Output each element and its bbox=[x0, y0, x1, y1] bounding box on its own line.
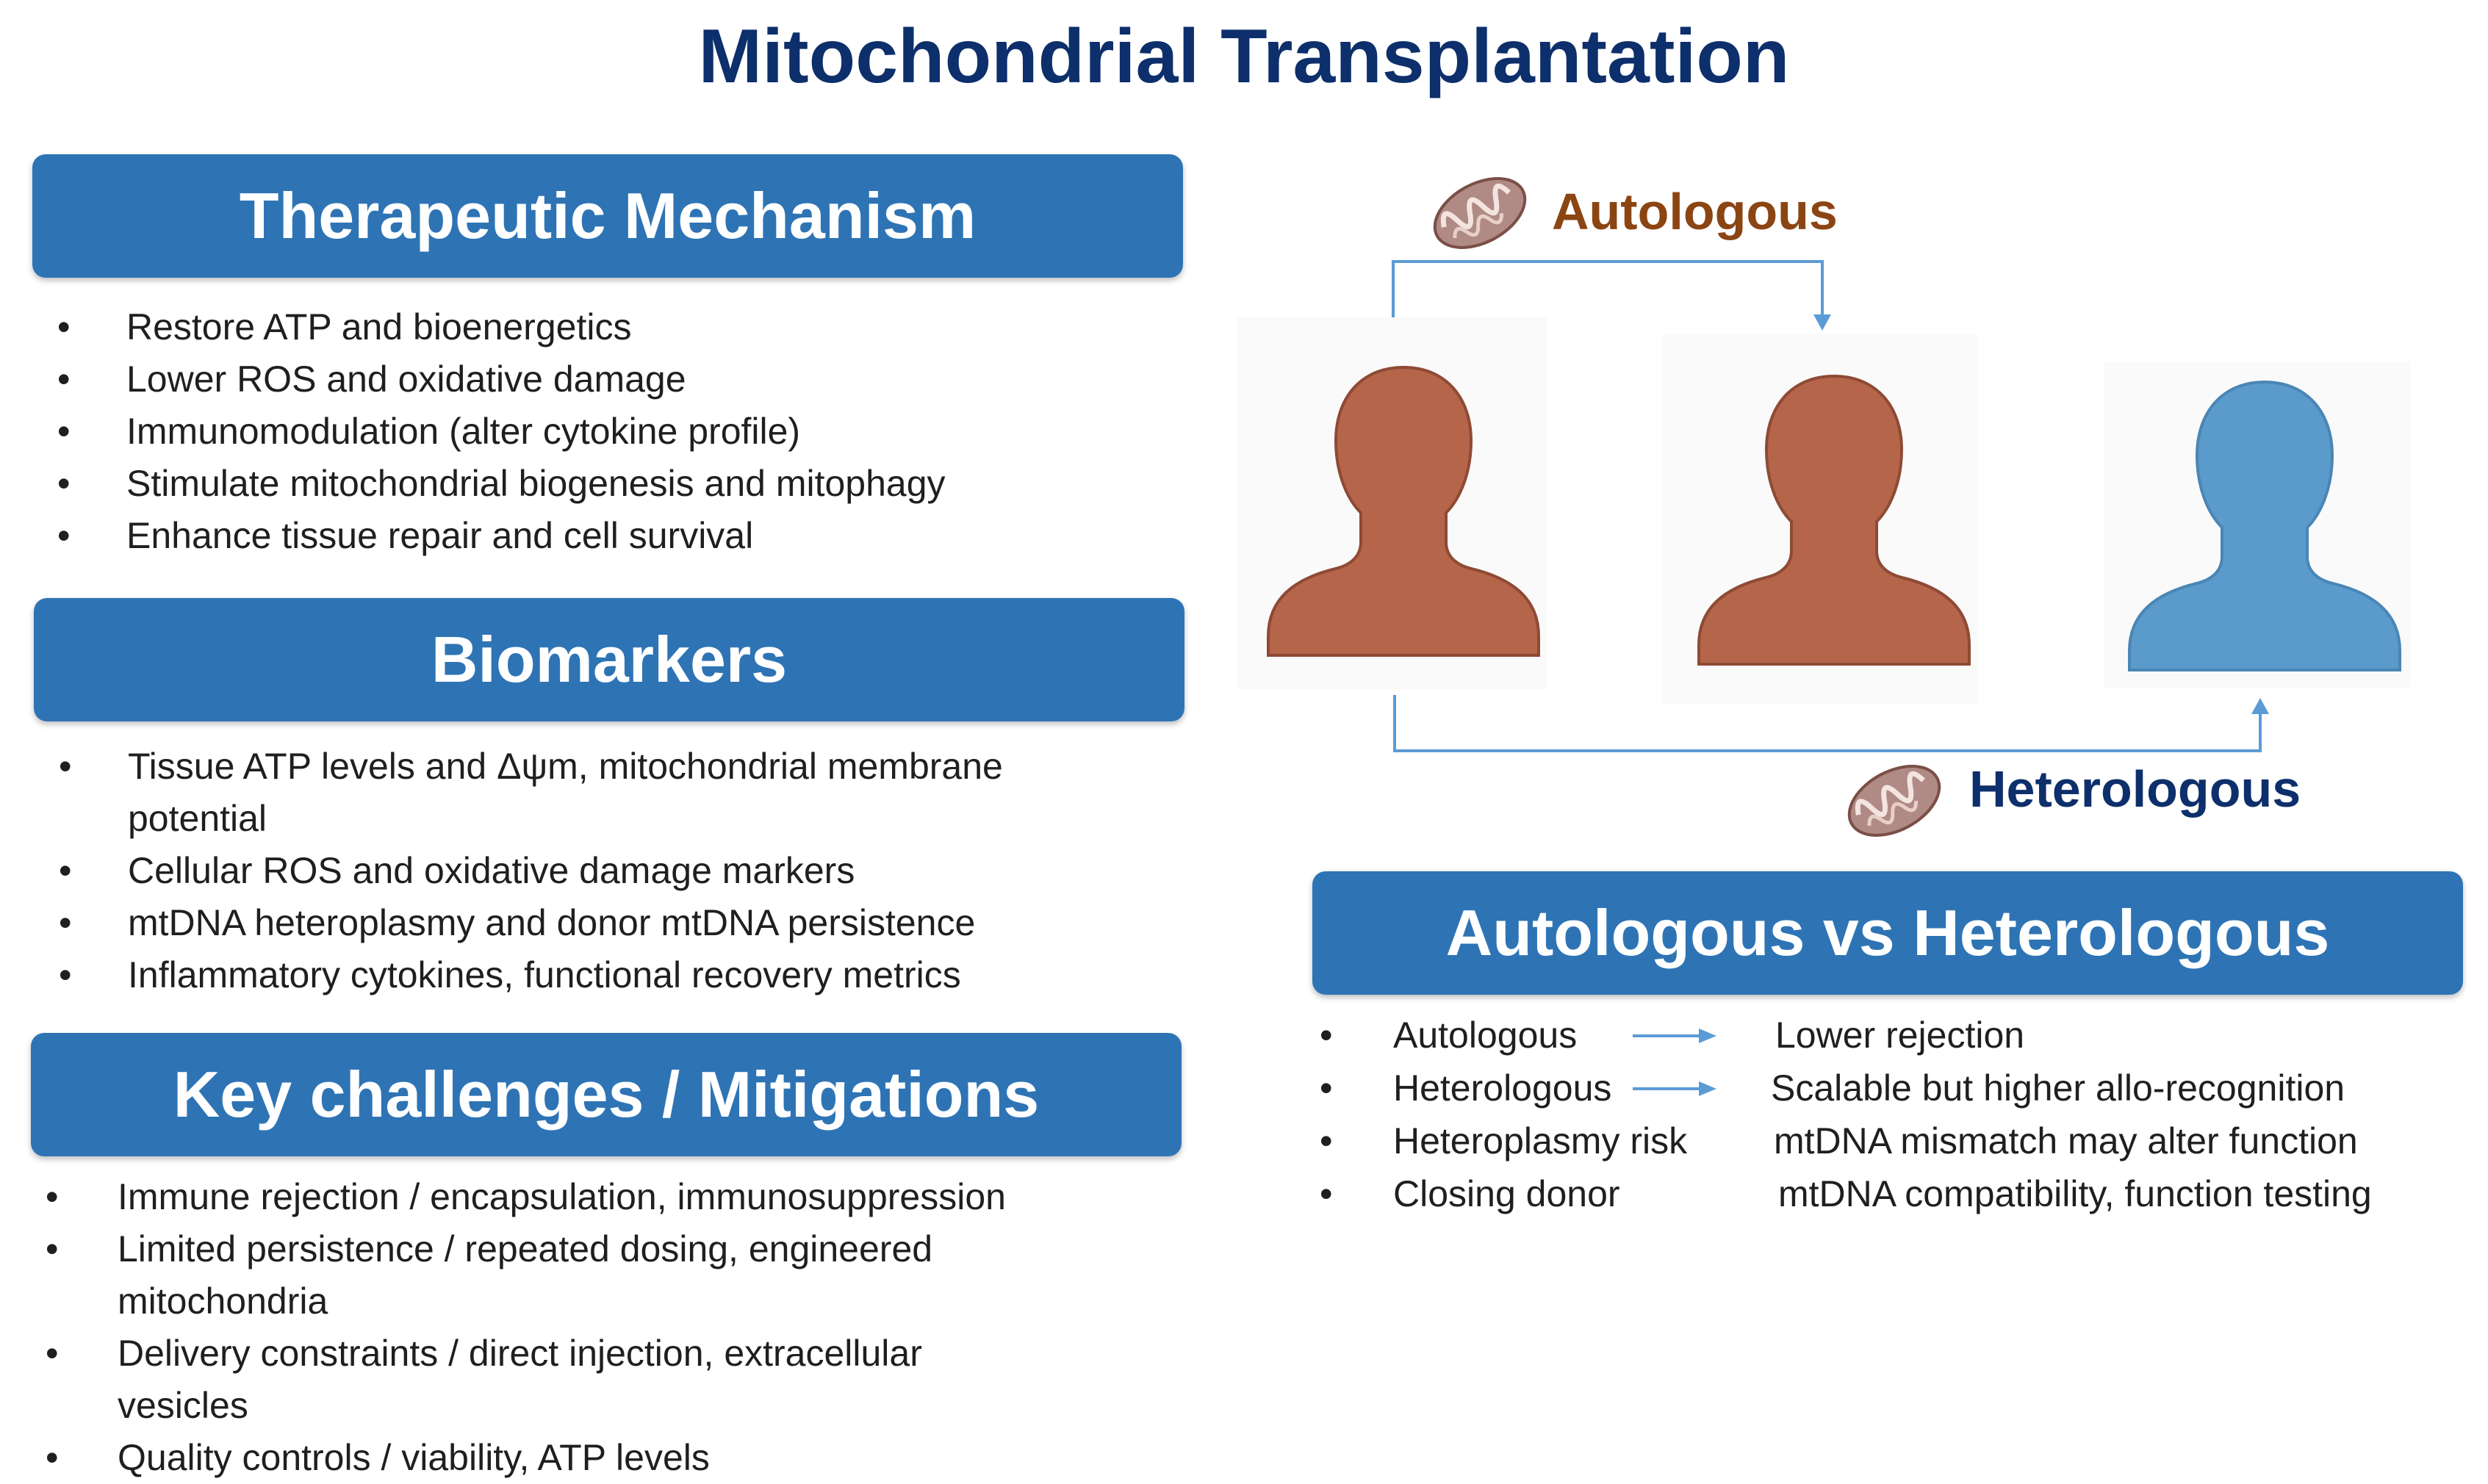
challenges-heading: Key challenges / Mitigations bbox=[173, 1058, 1040, 1131]
heterologous-arrowhead-icon bbox=[2251, 698, 2269, 714]
comparison-arrow-heterologous bbox=[1633, 1081, 1716, 1096]
bullet: • bbox=[1320, 1015, 1333, 1056]
heterologous-label: Heterologous bbox=[1969, 760, 2301, 818]
autologous-arrowhead-icon bbox=[1813, 314, 1831, 331]
comparison-left: Heteroplasmy risk bbox=[1393, 1120, 1688, 1161]
biomarkers-banner: Biomarkers bbox=[34, 598, 1184, 721]
comparison-left: Closing donor bbox=[1393, 1173, 1620, 1214]
list-item: Restore ATP and bioenergetics bbox=[32, 301, 1179, 353]
comparison-right: mtDNA compatibility, function testing bbox=[1778, 1173, 2372, 1214]
comparison-left: Autologous bbox=[1393, 1015, 1578, 1056]
bullet: • bbox=[1320, 1120, 1333, 1161]
comparison-left: Heterologous bbox=[1393, 1067, 1612, 1109]
mitochondrion-icon bbox=[1423, 165, 1536, 262]
list-item: Stimulate mitochondrial biogenesis and m… bbox=[32, 458, 1179, 510]
challenges-banner: Key challenges / Mitigations bbox=[31, 1033, 1182, 1156]
list-item: Lower ROS and oxidative damage bbox=[32, 353, 1179, 406]
page-title: Mitochondrial Transplantation bbox=[698, 14, 1790, 99]
comparison-arrow-autologous bbox=[1633, 1029, 1716, 1043]
list-item: Immunomodulation (alter cytokine profile… bbox=[32, 406, 1179, 458]
list-item: Enhance tissue repair and cell survival bbox=[32, 510, 1179, 562]
comparison-right: Scalable but higher allo-recognition bbox=[1771, 1067, 2345, 1109]
list-item: mtDNA heteroplasmy and donor mtDNA persi… bbox=[34, 897, 1077, 949]
list-item: Tissue ATP levels and Δψm, mitochondrial… bbox=[34, 741, 1077, 845]
bullet: • bbox=[1320, 1173, 1333, 1214]
comparison-banner: Autologous vs Heterologous bbox=[1312, 871, 2463, 995]
mechanism-list: Restore ATP and bioenergetics Lower ROS … bbox=[32, 301, 1179, 562]
list-item: Delivery constraints / direct injection,… bbox=[31, 1328, 1045, 1432]
bullet: • bbox=[1320, 1067, 1333, 1109]
list-item: Inflammatory cytokines, functional recov… bbox=[34, 949, 1077, 1001]
list-item: Limited persistence / repeated dosing, e… bbox=[31, 1223, 1045, 1328]
autologous-label: Autologous bbox=[1552, 183, 1838, 240]
comparison-right: mtDNA mismatch may alter function bbox=[1774, 1120, 2358, 1161]
mechanism-banner: Therapeutic Mechanism bbox=[32, 154, 1183, 278]
comparison-right: Lower rejection bbox=[1775, 1015, 2025, 1056]
mitochondrion-icon bbox=[1838, 752, 1951, 850]
comparison-table: • Autologous Lower rejection • Heterolog… bbox=[1320, 1009, 2481, 1222]
list-item: Cellular ROS and oxidative damage marker… bbox=[34, 845, 1077, 897]
mechanism-heading: Therapeutic Mechanism bbox=[239, 179, 977, 252]
heterologous-arrow bbox=[1393, 695, 2262, 752]
biomarkers-list: Tissue ATP levels and Δψm, mitochondrial… bbox=[34, 741, 1077, 1001]
comparison-heading: Autologous vs Heterologous bbox=[1445, 896, 2330, 969]
biomarkers-heading: Biomarkers bbox=[431, 623, 788, 696]
autologous-arrow bbox=[1392, 260, 1824, 317]
list-item: Immune rejection / encapsulation, immuno… bbox=[31, 1171, 1045, 1223]
